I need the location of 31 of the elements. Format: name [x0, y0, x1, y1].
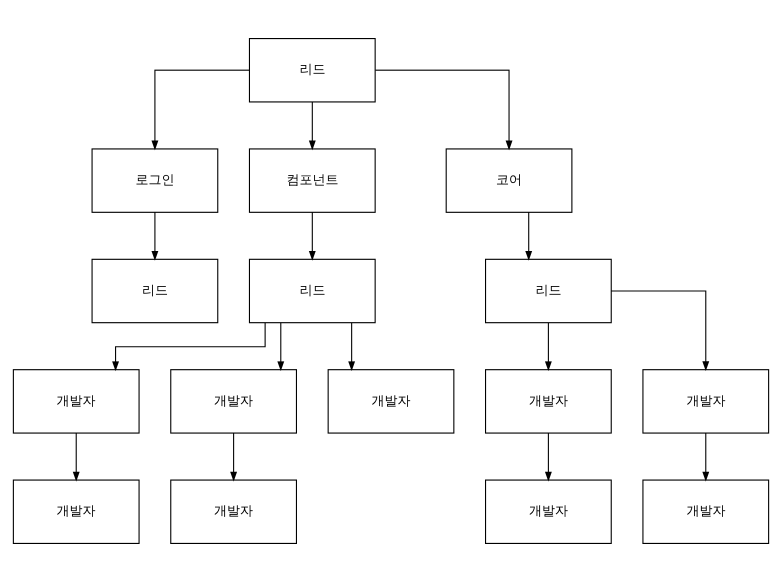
node-box: 개발자: [12, 368, 140, 434]
node-box: 개발자: [170, 479, 296, 544]
node-box: 리드: [91, 258, 218, 323]
node-box: 개발자: [642, 368, 769, 434]
node-box: 개발자: [12, 479, 140, 544]
node-box: 개발자: [484, 368, 612, 434]
arrow: [544, 432, 552, 482]
arrow: [150, 212, 158, 260]
node-box: 로그인: [91, 148, 218, 212]
arrow: [348, 322, 355, 371]
arrow: [544, 322, 552, 371]
node-box: 리드: [248, 37, 376, 102]
arrow: [150, 69, 249, 150]
node-box: 개발자: [170, 368, 296, 434]
node-box: 리드: [484, 258, 612, 323]
node-box: 개발자: [484, 479, 612, 544]
arrow: [375, 69, 512, 150]
node-box: 코어: [445, 148, 572, 212]
arrow: [72, 432, 80, 482]
arrow: [611, 290, 709, 371]
arrow: [308, 212, 316, 260]
arrow: [230, 432, 237, 482]
node-box: 리드: [248, 258, 376, 323]
arrow: [308, 102, 316, 150]
node-box: 개발자: [327, 368, 454, 434]
node-box: 컴포넌트: [248, 148, 376, 212]
arrow: [112, 322, 266, 371]
arrow: [524, 212, 532, 260]
arrow: [276, 322, 284, 371]
arrow: [702, 432, 709, 482]
node-box: 개발자: [642, 479, 769, 544]
